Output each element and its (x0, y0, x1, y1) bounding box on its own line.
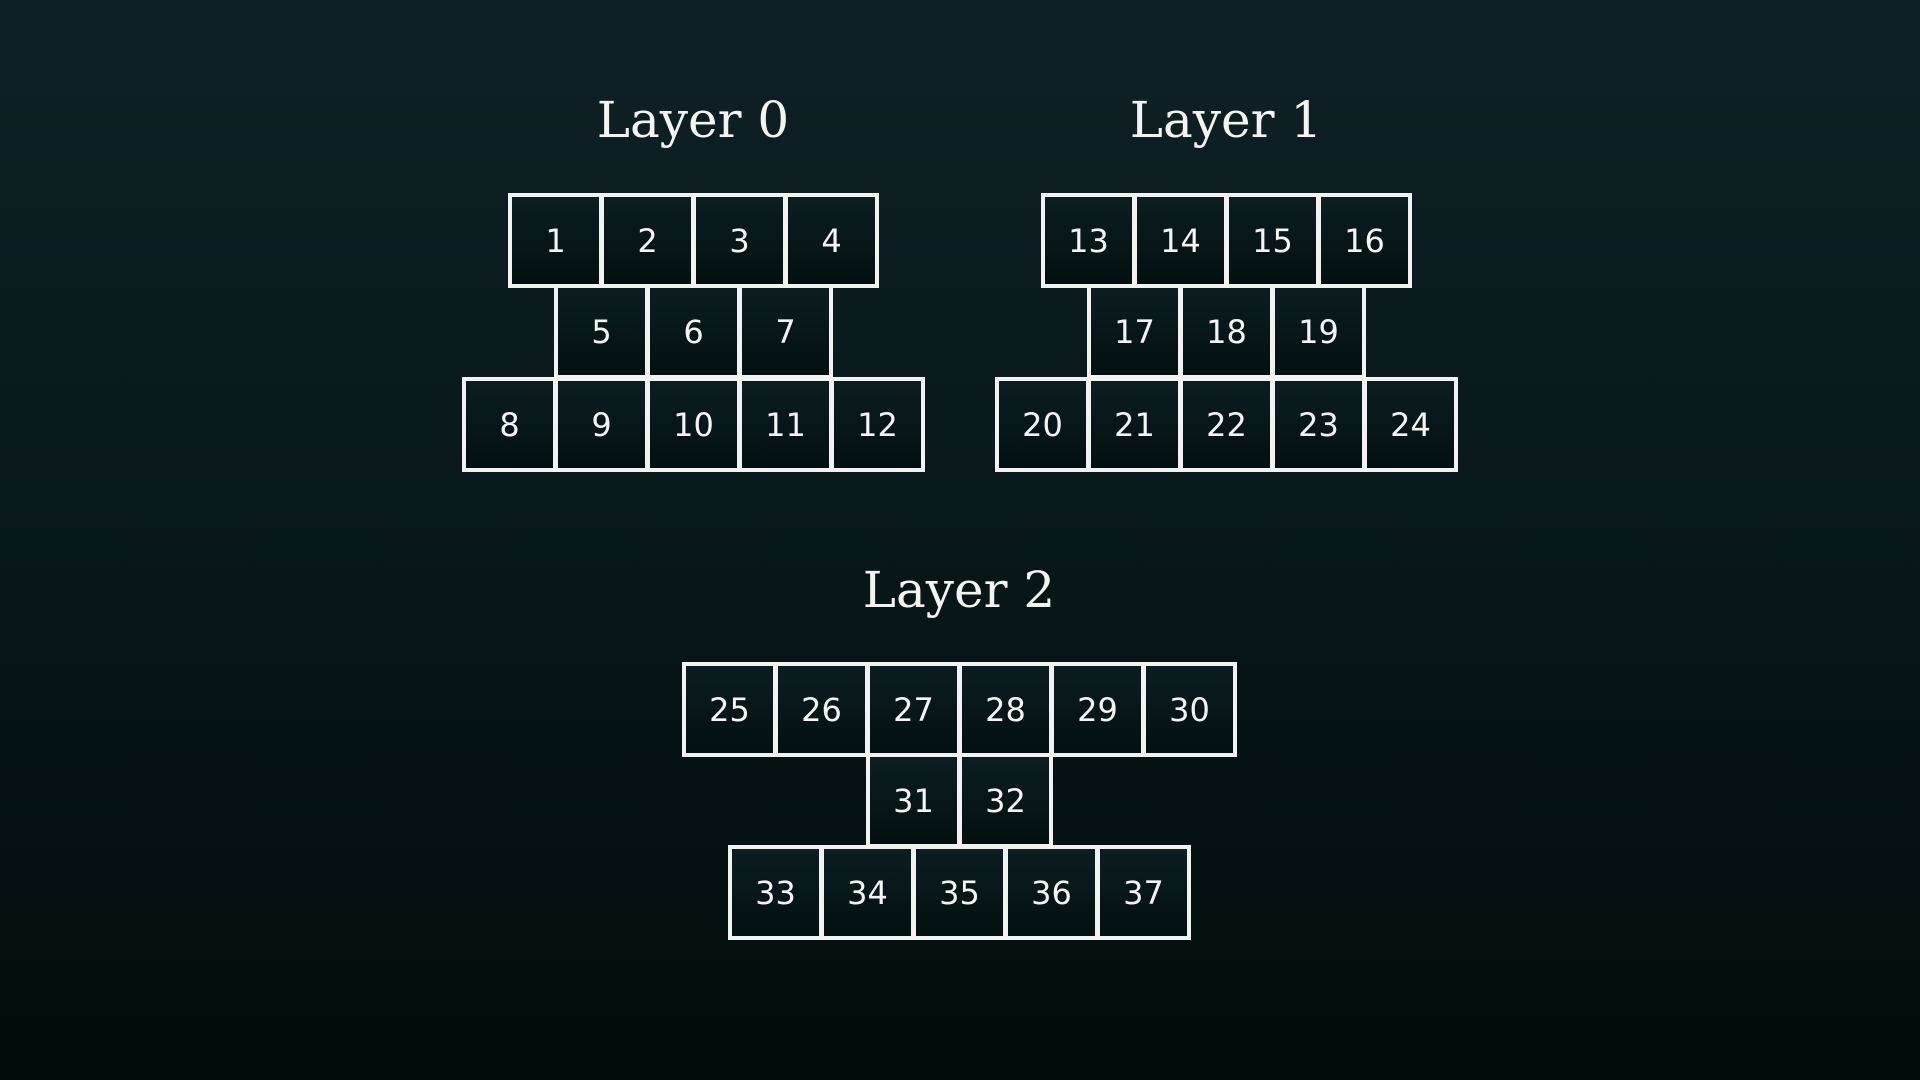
layer-1-title: Layer 1 (1129, 91, 1323, 149)
layer-1-cell: 16 (1317, 193, 1412, 288)
layer-0-cell: 5 (554, 284, 649, 379)
layer-0-cell: 12 (830, 377, 925, 472)
layer-2-cell: 30 (1142, 662, 1237, 757)
layer-0-cell: 8 (462, 377, 557, 472)
layer-2-cell: 33 (728, 845, 823, 940)
layer-1-cell: 15 (1225, 193, 1320, 288)
layer-2-cell: 35 (912, 845, 1007, 940)
layer-2-cell: 25 (682, 662, 777, 757)
layer-0-cell: 11 (738, 377, 833, 472)
layer-1-cell: 20 (995, 377, 1090, 472)
layer-0-cell: 6 (646, 284, 741, 379)
layer-2-cell: 32 (958, 753, 1053, 848)
layer-2-cell: 34 (820, 845, 915, 940)
layer-1-cell: 23 (1271, 377, 1366, 472)
layer-2-cell: 26 (774, 662, 869, 757)
layer-2-cell: 37 (1096, 845, 1191, 940)
layer-1-cell: 21 (1087, 377, 1182, 472)
layer-1-cell: 18 (1179, 284, 1274, 379)
layer-0-cell: 4 (784, 193, 879, 288)
layer-1-cell: 24 (1363, 377, 1458, 472)
layer-1-cell: 17 (1087, 284, 1182, 379)
layer-0-title: Layer 0 (596, 91, 790, 149)
layer-1-cell: 13 (1041, 193, 1136, 288)
layer-0-cell: 3 (692, 193, 787, 288)
layer-2-cell: 27 (866, 662, 961, 757)
layer-0-cell: 9 (554, 377, 649, 472)
layer-2-cell: 31 (866, 753, 961, 848)
layer-0-cell: 10 (646, 377, 741, 472)
layer-1-cell: 22 (1179, 377, 1274, 472)
layer-0-cell: 1 (508, 193, 603, 288)
layer-1-cell: 19 (1271, 284, 1366, 379)
layer-2-cell: 29 (1050, 662, 1145, 757)
layer-2-cell: 36 (1004, 845, 1099, 940)
layer-1-cell: 14 (1133, 193, 1228, 288)
layer-2-title: Layer 2 (862, 561, 1056, 619)
layer-0-cell: 7 (738, 284, 833, 379)
layer-2-cell: 28 (958, 662, 1053, 757)
layer-0-cell: 2 (600, 193, 695, 288)
